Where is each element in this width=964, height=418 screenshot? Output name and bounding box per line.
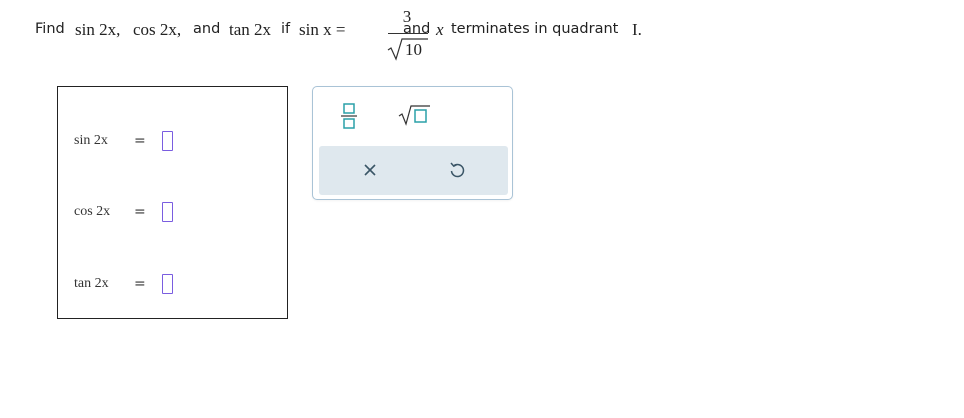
question-quadrant: I. <box>632 20 642 39</box>
equals-sign: = <box>134 204 146 220</box>
undo-icon <box>450 162 465 178</box>
keypad-action-bar <box>319 146 508 195</box>
answer-input-sin2x[interactable] <box>162 131 173 151</box>
clear-icon <box>364 164 376 176</box>
question-cos2x: cos 2x, <box>133 20 182 39</box>
question-sin2x: sin 2x, <box>75 20 121 39</box>
radical-sign-icon <box>387 38 428 61</box>
answer-label-sin2x: sin 2x <box>74 133 108 148</box>
radicand: 10 <box>405 40 422 59</box>
undo-button[interactable] <box>447 160 467 180</box>
clear-button[interactable] <box>361 161 379 179</box>
answer-input-cos2x[interactable] <box>162 202 173 222</box>
equals-sign: = <box>134 276 146 292</box>
square-root-icon <box>398 105 430 126</box>
answer-row-tan2x: tan 2x = <box>58 274 288 298</box>
question-and: and <box>193 21 221 37</box>
fraction-icon <box>341 103 357 129</box>
answer-label-cos2x: cos 2x <box>74 204 111 219</box>
math-keypad <box>312 86 513 200</box>
fraction-numerator: 3 <box>402 7 412 26</box>
question-text: Find sin 2x, cos 2x, and tan 2x if sin x… <box>35 7 935 63</box>
question-x: x <box>436 20 444 39</box>
fraction-button[interactable] <box>339 101 359 131</box>
question-find: Find <box>35 21 65 37</box>
answer-box: sin 2x = cos 2x = tan 2x = <box>57 86 288 319</box>
question-sinx: sin x = <box>299 20 346 39</box>
answer-input-tan2x[interactable] <box>162 274 173 294</box>
question-tail-and: and <box>403 21 431 37</box>
answer-row-sin2x: sin 2x = <box>58 131 288 155</box>
fraction-bar <box>388 33 428 34</box>
question-if: if <box>281 21 291 37</box>
square-root-button[interactable] <box>397 103 431 127</box>
equals-sign: = <box>134 133 146 149</box>
answer-row-cos2x: cos 2x = <box>58 202 288 226</box>
fraction-3-over-root-10: 3 10 <box>386 7 428 63</box>
question-tan2x: tan 2x <box>229 20 272 39</box>
answer-label-tan2x: tan 2x <box>74 276 109 291</box>
question-terminates: terminates in quadrant <box>451 21 619 37</box>
fraction-denominator: 10 <box>386 35 428 61</box>
